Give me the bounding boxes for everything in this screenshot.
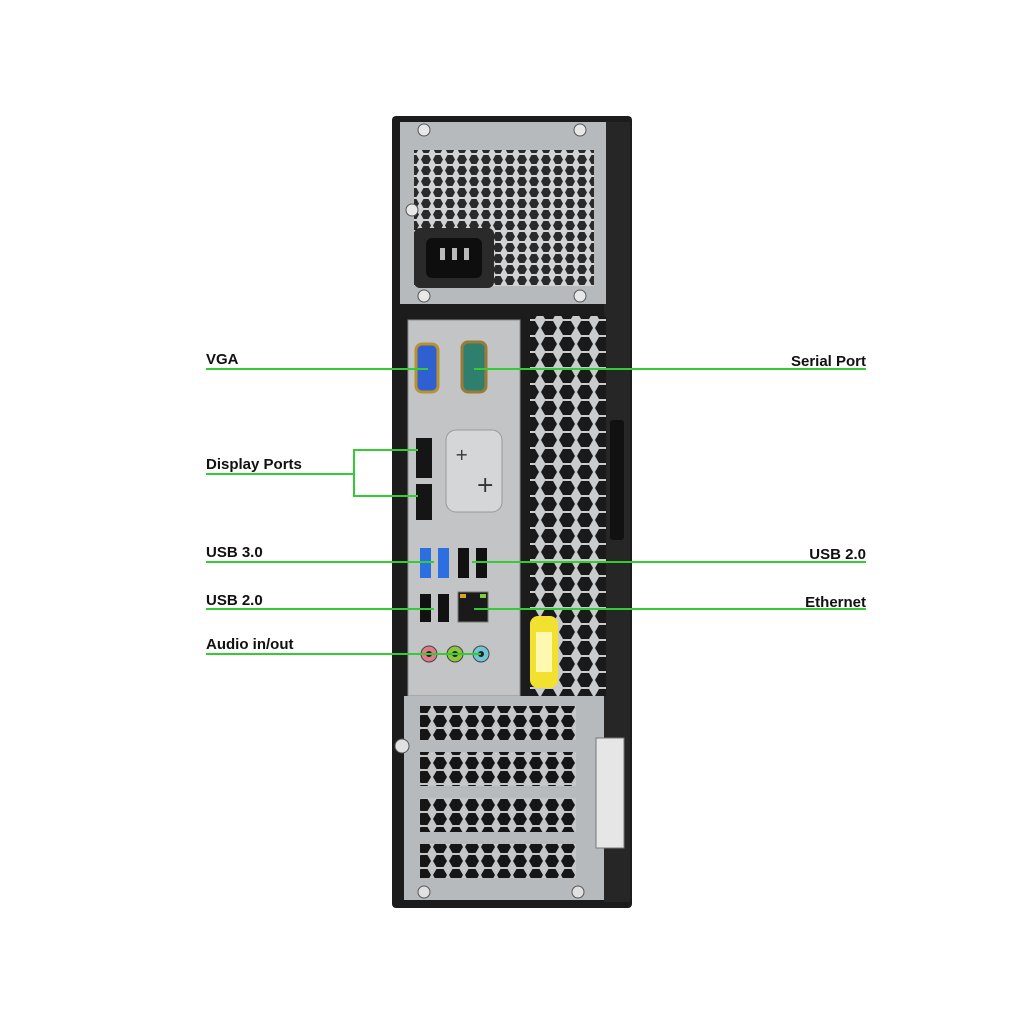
audio-label: Audio in/out [206,636,293,653]
expansion-slot-3 [420,798,576,832]
power-supply [400,122,606,304]
usb2-right-label: USB 2.0 [809,546,866,563]
plus-icon: + [455,445,468,464]
expansion-slot-1 [420,706,576,740]
plus-icon: + [476,473,494,498]
psu-screw-icon [573,289,587,303]
usb3-label: USB 3.0 [206,544,263,561]
serial-port-label: Serial Port [791,353,866,370]
ethernet-led [480,594,486,598]
ps2-panel [445,429,503,513]
displayport-2 [416,484,432,520]
serial-label-sticker [595,737,625,849]
psu-screw-icon [405,203,419,217]
ethernet-label: Ethernet [805,594,866,611]
io-shield: + + [407,319,521,697]
displayport-1 [416,438,432,478]
psu-screw-icon [417,289,431,303]
expansion-slot-4 [420,844,576,878]
display-ports-bracket [353,449,418,497]
expansion-slot-2 [420,752,576,786]
vga-label: VGA [206,351,239,368]
usb2-port-3 [458,548,469,578]
serial-port [460,340,488,394]
sticker-barcode [536,632,552,672]
display-ports-label: Display Ports [206,456,302,473]
power-inlet-pin [452,248,457,260]
usb2-port-6 [438,594,449,622]
usb2-left-label: USB 2.0 [206,592,263,609]
slot-screw-icon [571,885,585,899]
barcode-sticker [530,616,558,688]
expansion-slots [394,696,625,900]
psu-screw-icon [417,123,431,137]
usb3-port-2 [438,548,449,578]
slot-screw-icon [394,738,410,754]
ethernet-led [460,594,466,598]
psu-screw-icon [573,123,587,137]
power-inlet-pin [464,248,469,260]
power-inlet-pin [440,248,445,260]
case-rail-slot [610,420,624,540]
leader-lines [206,368,866,655]
slot-screw-icon [417,885,431,899]
